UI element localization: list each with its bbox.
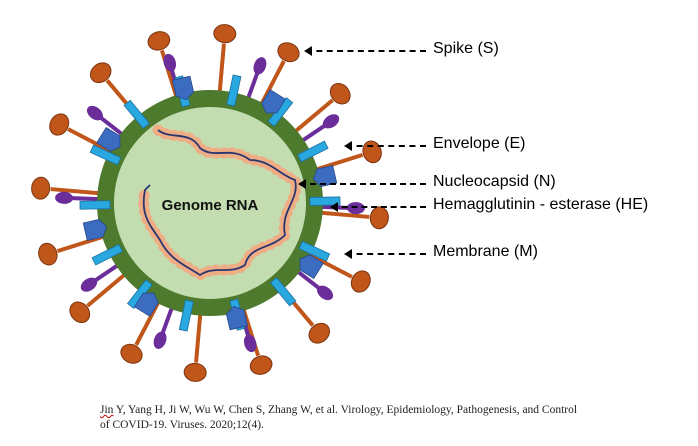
nucleocapsid-arrow [298, 179, 426, 189]
he-head-icon [55, 191, 74, 204]
membrane-protein [123, 99, 150, 130]
spike-head-icon [277, 42, 300, 63]
envelope-protein [133, 292, 159, 317]
spike-head-icon [38, 242, 58, 266]
label-envelope: Envelope (E) [433, 135, 526, 152]
spike-head-icon [120, 343, 143, 364]
label-spike: Spike (S) [433, 40, 499, 57]
spike-head-icon [49, 113, 70, 136]
citation: Jin Y, Yang H, Ji W, Wu W, Chen S, Zhang… [100, 403, 580, 433]
envelope-protein [82, 218, 108, 242]
spike-head-icon [308, 322, 330, 344]
spike-head-icon [362, 140, 382, 164]
he-head-icon [243, 334, 257, 353]
membrane-protein [269, 277, 297, 307]
label-membrane: Membrane (M) [433, 243, 538, 260]
he-head-icon [86, 105, 103, 121]
envelope-protein [261, 89, 287, 114]
envelope-protein [312, 164, 338, 188]
envelope-protein [96, 126, 121, 152]
membrane-protein [79, 200, 111, 210]
spike-head-icon [369, 206, 389, 230]
spike-head-icon [350, 270, 371, 293]
spike-arrow [304, 46, 426, 56]
spike-head-icon [69, 301, 91, 323]
genome-rna-strand [142, 129, 297, 277]
citation-first-word: Jin [100, 404, 114, 416]
membrane-protein [297, 140, 329, 163]
he-head-icon [253, 57, 267, 75]
he-head-icon [163, 53, 177, 72]
genome-rna-label: Genome RNA [162, 197, 259, 214]
he-head-icon [153, 331, 167, 349]
membrane-protein [89, 144, 122, 166]
label-hemagglutinin-esterase: Hemagglutinin - esterase (HE) [433, 196, 649, 213]
spike-head-icon [183, 362, 207, 382]
he-head-icon [346, 202, 365, 215]
citation-text: Y, Yang H, Ji W, Wu W, Chen S, Zhang W, … [100, 404, 578, 431]
envelope-protein [299, 254, 324, 280]
spike-head-icon [31, 176, 51, 200]
he-head-icon [322, 114, 340, 129]
membrane-protein [298, 240, 331, 262]
membrane-protein [178, 299, 194, 332]
spike-head-icon [90, 62, 112, 84]
membrane-arrow [344, 249, 426, 259]
spike-protein [38, 231, 116, 266]
envelope-protein [171, 75, 195, 101]
he-head-icon [317, 285, 334, 301]
he-head-icon [80, 277, 98, 292]
envelope-protein [225, 305, 249, 331]
spike-head-icon [147, 31, 171, 51]
he-arrow [330, 202, 426, 212]
envelope-arrow [344, 141, 426, 151]
membrane-protein [91, 243, 123, 266]
membrane-protein [226, 74, 242, 107]
label-nucleocapsid: Nucleocapsid (N) [433, 173, 556, 190]
nucleocapsid-rna [138, 124, 302, 282]
spike-head-icon [329, 83, 351, 105]
spike-head-icon [213, 24, 237, 44]
spike-head-icon [249, 355, 273, 375]
